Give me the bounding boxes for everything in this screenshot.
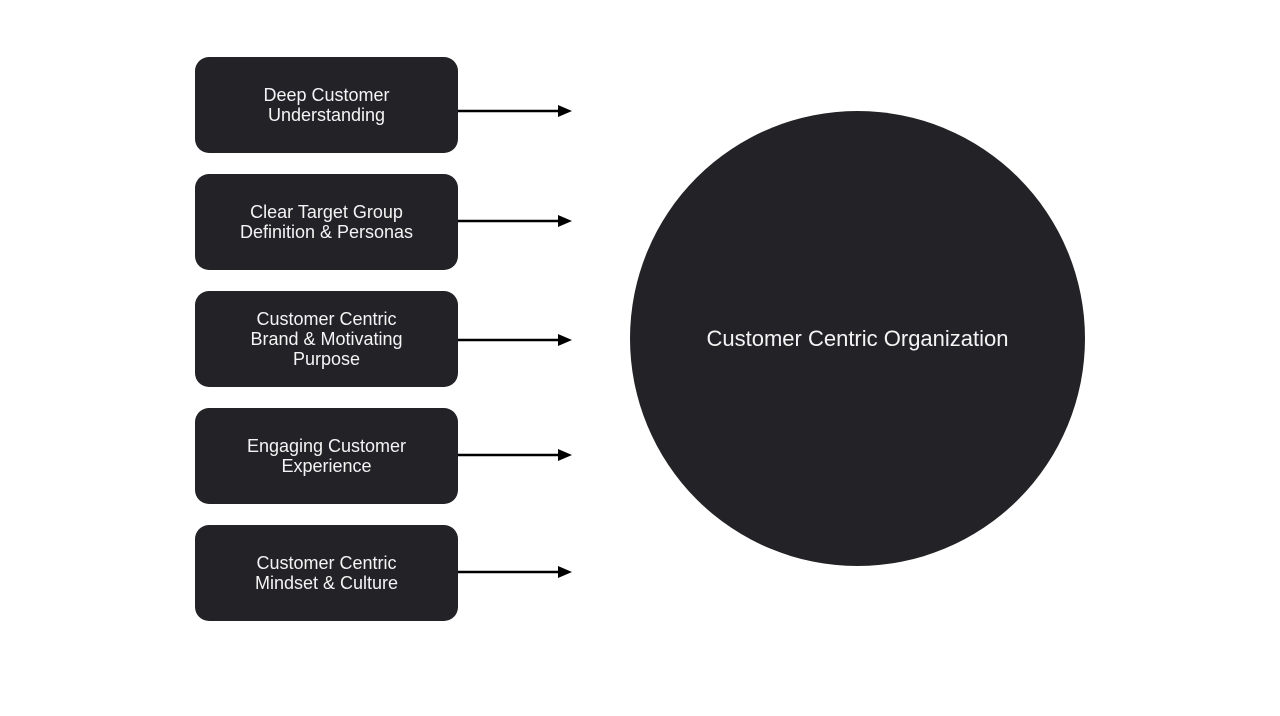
input-box-label: Customer Centric Mindset & Culture xyxy=(254,553,399,593)
arrow-icon xyxy=(458,334,572,346)
input-box-customer-experience: Engaging Customer Experience xyxy=(195,408,458,504)
input-box-brand-purpose: Customer Centric Brand & Motivating Purp… xyxy=(195,291,458,387)
arrow-icon xyxy=(458,566,572,578)
arrow-icon xyxy=(458,105,572,117)
input-box-label: Clear Target Group Definition & Personas xyxy=(239,202,414,242)
input-box-deep-customer-understanding: Deep Customer Understanding xyxy=(195,57,458,153)
input-box-label: Engaging Customer Experience xyxy=(246,436,407,476)
input-box-label: Customer Centric Brand & Motivating Purp… xyxy=(250,309,403,369)
input-box-target-group-personas: Clear Target Group Definition & Personas xyxy=(195,174,458,270)
outcome-circle: Customer Centric Organization xyxy=(630,111,1085,566)
input-box-mindset-culture: Customer Centric Mindset & Culture xyxy=(195,525,458,621)
input-box-label: Deep Customer Understanding xyxy=(263,85,390,125)
arrow-icon xyxy=(458,215,572,227)
arrow-icon xyxy=(458,449,572,461)
outcome-label: Customer Centric Organization xyxy=(706,325,1009,351)
